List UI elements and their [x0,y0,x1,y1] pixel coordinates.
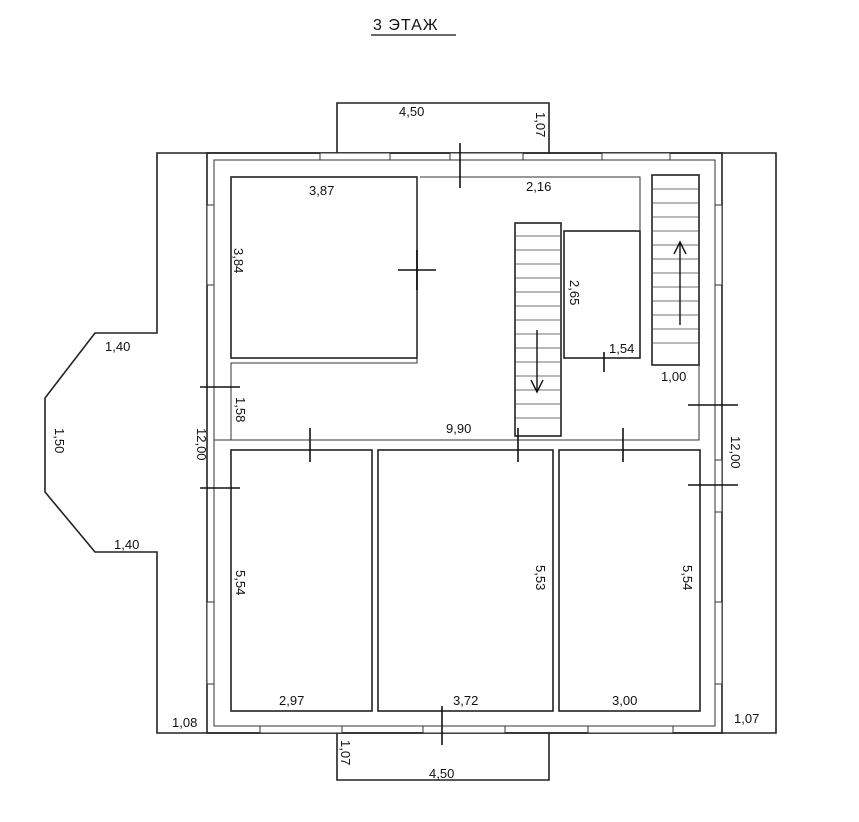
plan-title: 3 ЭТАЖ [373,17,439,34]
dim-corner-bl: 1,08 [172,715,197,730]
dim-room-tl-width: 3,87 [309,183,334,198]
dim-room-bl-height: 5,54 [233,570,248,595]
dim-corridor-158: 1,58 [233,397,248,422]
outer-terrace [44,152,777,734]
window-top-1 [319,152,391,161]
stair-up [651,174,700,366]
window-left-1 [206,204,215,286]
dim-top-107: 1,07 [533,112,548,137]
dim-hall-216: 2,16 [526,179,551,194]
dim-stair-265: 2,65 [567,280,582,305]
window-top-3 [601,152,671,161]
room-top-left [230,176,418,359]
window-right-3 [714,459,723,513]
dim-right-1200: 12,00 [728,436,743,469]
dim-bottom-107: 1,07 [338,740,353,765]
dim-left-1200: 12,00 [194,428,209,461]
dim-bay-bottom: 1,40 [114,537,139,552]
stair-down [514,222,562,437]
dim-corner-br: 1,07 [734,711,759,726]
dim-top-450: 4,50 [399,104,424,119]
bottom-balcony [336,733,550,781]
dim-bay-mid: 1,50 [52,428,67,453]
dim-corridor-990: 9,90 [446,421,471,436]
dim-room-bm-width: 3,72 [453,693,478,708]
window-bottom-3 [587,725,674,734]
dim-bottom-450: 4,50 [429,766,454,781]
window-left-2 [206,601,215,685]
dim-stair-154: 1,54 [609,341,634,356]
dim-room-tl-height: 3,84 [231,248,246,273]
window-top-2 [449,152,524,161]
window-bottom-2 [422,725,506,734]
dim-room-br-width: 3,00 [612,693,637,708]
dim-bay-top: 1,40 [105,339,130,354]
room-bottom-middle [377,449,554,712]
dim-room-bm-height: 5,53 [533,565,548,590]
hall-boundary [230,176,700,441]
window-right-1 [714,204,723,286]
room-bottom-right [558,449,701,712]
window-bottom-1 [259,725,343,734]
dim-stair-100: 1,00 [661,369,686,384]
stair-well [563,230,641,359]
window-right-2 [714,601,723,685]
building-outer-wall [206,152,723,734]
top-balcony [336,102,550,153]
room-bottom-left [230,449,373,712]
dim-room-bl-width: 2,97 [279,693,304,708]
dim-room-br-height: 5,54 [680,565,695,590]
